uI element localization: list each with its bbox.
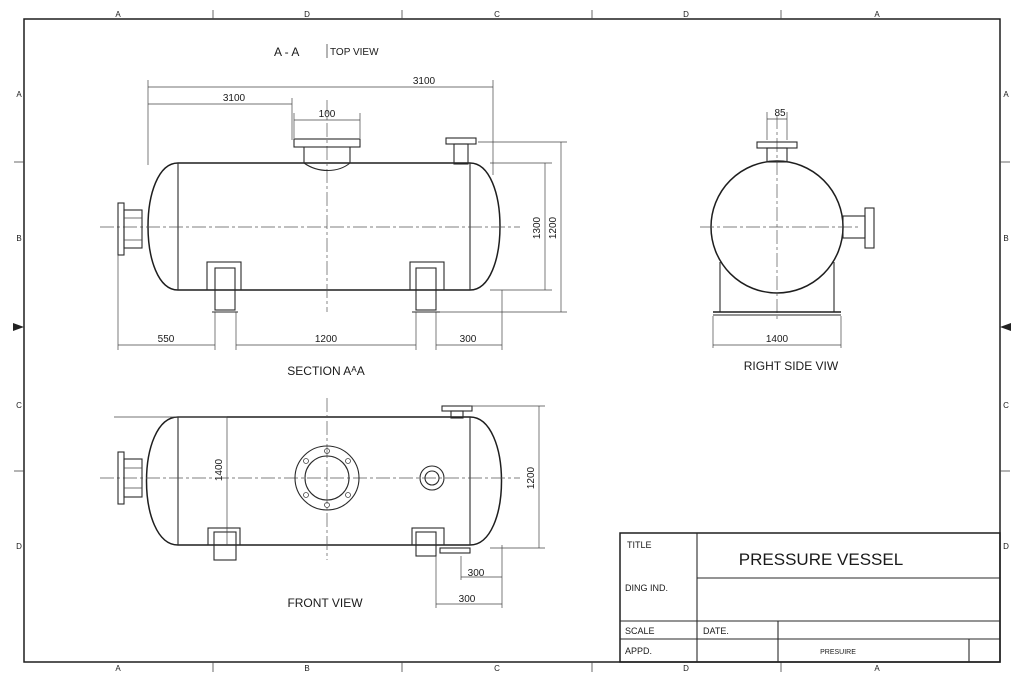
drawing-title: PRESSURE VESSEL [739, 550, 903, 569]
zone-right-2: B [1003, 234, 1008, 243]
front-view-caption: FRONT VIEW [287, 596, 363, 610]
dim-front-height: 1400 [214, 458, 225, 481]
approved-label: APPD. [625, 646, 652, 656]
drawing-number-label: DING IND. [625, 583, 668, 593]
front-view: 1400 1200 300 300 FRONT VIEW [100, 398, 545, 610]
dim-height-a: 1300 [532, 216, 543, 239]
top-view-dimensions: 3100 3100 100 1300 1200 5 [117, 76, 567, 350]
zone-bottom-5: A [874, 664, 880, 673]
dim-front-right-height: 1200 [526, 466, 537, 489]
top-view-vent-nozzle [445, 137, 477, 165]
dim-saddle-span: 1200 [315, 334, 338, 345]
top-view-left-nozzle [117, 202, 143, 256]
zone-right-4: D [1003, 542, 1009, 551]
dim-side-nozzle: 85 [774, 108, 786, 119]
zone-labels-top: A D C D A [115, 10, 880, 19]
dim-side-width: 1400 [766, 334, 789, 345]
zone-right-3: C [1003, 401, 1009, 410]
top-view-saddles [206, 261, 445, 313]
dim-left-length: 3100 [223, 93, 246, 104]
title-label: TITLE [627, 540, 652, 550]
zone-right-1: A [1003, 90, 1009, 99]
title-block-note: PRESUIRE [820, 649, 856, 656]
zone-left-3: C [16, 401, 22, 410]
scale-label: SCALE [625, 626, 655, 636]
date-label: DATE. [703, 626, 729, 636]
dim-left-offset: 550 [158, 334, 175, 345]
zone-left-4: D [16, 542, 22, 551]
zone-bottom-3: C [494, 664, 500, 673]
zone-bottom-1: A [115, 664, 121, 673]
zone-top-1: A [115, 10, 121, 19]
zone-top-5: A [874, 10, 880, 19]
zone-labels-bottom: A B C D A [115, 664, 880, 673]
dim-right-offset: 300 [460, 334, 477, 345]
dim-manway: 100 [319, 109, 336, 120]
zone-labels-right: A B C D [1003, 90, 1009, 551]
dim-overall-length: 3100 [413, 76, 436, 87]
drawing-frame [13, 10, 1011, 672]
dim-front-offset-b: 300 [459, 594, 476, 605]
dim-height-b: 1200 [548, 216, 559, 239]
right-side-view: 85 1400 RIGHT SIDE VIW [700, 108, 875, 373]
zone-bottom-4: D [683, 664, 689, 673]
top-view: A - A TOP VIEW [100, 44, 567, 378]
zone-bottom-2: B [304, 664, 309, 673]
title-block: TITLE PRESSURE VESSEL DING IND. SCALE DA… [619, 532, 1001, 663]
section-mark: A - A [274, 45, 299, 59]
zone-top-2: D [304, 10, 310, 19]
zone-top-4: D [683, 10, 689, 19]
zone-labels-left: A B C D [16, 90, 22, 551]
top-view-label: TOP VIEW [330, 47, 379, 58]
top-view-manway [293, 138, 361, 172]
dim-front-offset-a: 300 [468, 568, 485, 579]
zone-top-3: C [494, 10, 500, 19]
zone-left-2: B [16, 234, 21, 243]
side-view-caption: RIGHT SIDE VIW [744, 359, 839, 373]
zone-left-1: A [16, 90, 22, 99]
top-view-vessel [100, 100, 520, 312]
section-caption: SECTION AᴬA [287, 364, 364, 378]
